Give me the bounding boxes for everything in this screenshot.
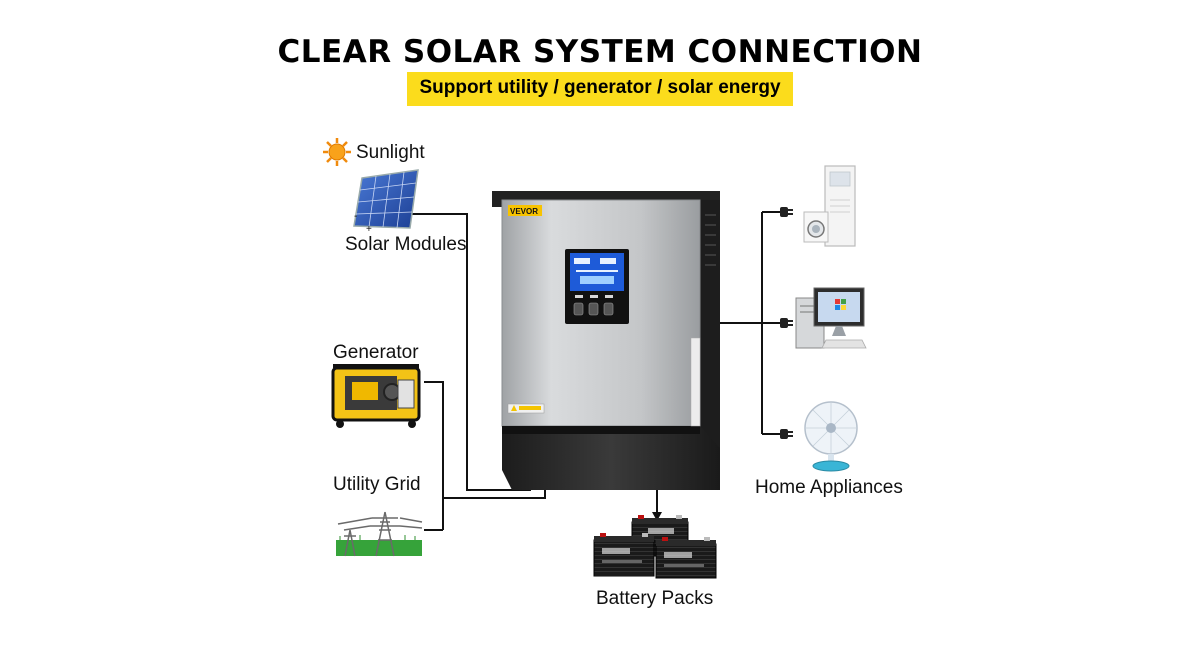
warning-icon [511, 405, 517, 411]
label-home-appliances: Home Appliances [755, 477, 903, 498]
generator-icon [331, 364, 421, 428]
battery-icon [593, 533, 655, 577]
inverter-device: VEVOR [492, 191, 720, 490]
label-solar-modules: Solar Modules [345, 234, 467, 255]
brand-logo-badge [508, 205, 542, 216]
fan-icon [804, 401, 858, 472]
battery-packs-icon [593, 515, 717, 579]
subtitle-banner: Support utility / generator / solar ener… [0, 72, 1200, 106]
utility-grid-icon [336, 511, 423, 557]
plug-icons [780, 207, 793, 439]
plug-icon [780, 318, 793, 328]
windows-logo-icon [835, 299, 846, 310]
arrow-down-battery [652, 512, 662, 521]
plug-icon [780, 207, 793, 217]
washing-machine-icon [803, 211, 829, 243]
svg-text:-: - [354, 211, 357, 222]
computer-icon [795, 287, 867, 349]
solar-panel-icon: - + [353, 169, 419, 235]
brand-logo-text: VEVOR [510, 207, 538, 216]
label-sunlight: Sunlight [356, 142, 425, 163]
spec-sticker [690, 337, 701, 427]
panel-button-icon [588, 302, 599, 316]
generator-line [424, 381, 546, 530]
plug-icon [780, 429, 793, 439]
sun-icon [323, 138, 351, 166]
label-generator: Generator [333, 342, 419, 363]
panel-button-icon [603, 302, 614, 316]
svg-text:+: + [366, 224, 372, 235]
panel-button-icon [573, 302, 584, 316]
page-title: CLEAR SOLAR SYSTEM CONNECTION [277, 34, 923, 70]
label-battery-packs: Battery Packs [596, 588, 714, 609]
appliance-branches [762, 211, 780, 435]
battery-icon [655, 537, 717, 579]
subtitle-text: Support utility / generator / solar ener… [407, 72, 793, 106]
air-conditioner-icon [824, 165, 856, 247]
label-utility-grid: Utility Grid [333, 474, 421, 495]
